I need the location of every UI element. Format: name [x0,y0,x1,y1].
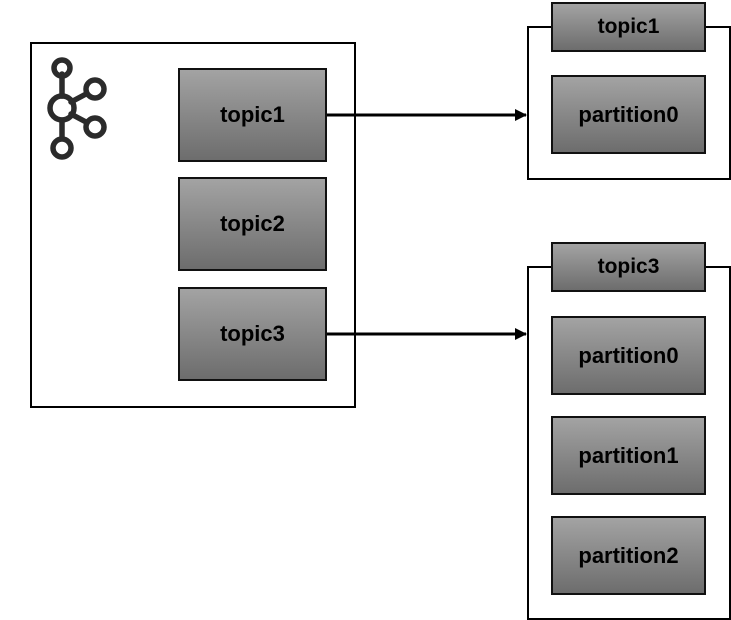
broker-topic2-label: topic2 [220,211,285,236]
topic3-partition2-box[interactable]: partition2 [551,516,706,595]
topic3-partition1-label: partition1 [578,442,679,468]
topic3-partition0-label: partition0 [578,342,679,368]
topic1-partition0-label: partition0 [578,101,679,127]
broker-topic1-box[interactable]: topic1 [178,68,327,162]
broker-topic2-box[interactable]: topic2 [178,177,327,271]
topic3-partition2-label: partition2 [578,542,679,568]
broker-topic1-label: topic1 [220,102,285,127]
topic3-partition0-box[interactable]: partition0 [551,316,706,395]
broker-topic3-label: topic3 [220,321,285,346]
topic1-group-title-label: topic1 [597,15,660,38]
topic3-group-title-label: topic3 [597,255,660,278]
topic3-group-title[interactable]: topic3 [551,242,706,292]
kafka-logo-icon [47,57,107,160]
topic1-group-title[interactable]: topic1 [551,2,706,52]
topic1-partition0-box[interactable]: partition0 [551,75,706,154]
broker-topic3-box[interactable]: topic3 [178,287,327,381]
topic3-partition1-box[interactable]: partition1 [551,416,706,495]
